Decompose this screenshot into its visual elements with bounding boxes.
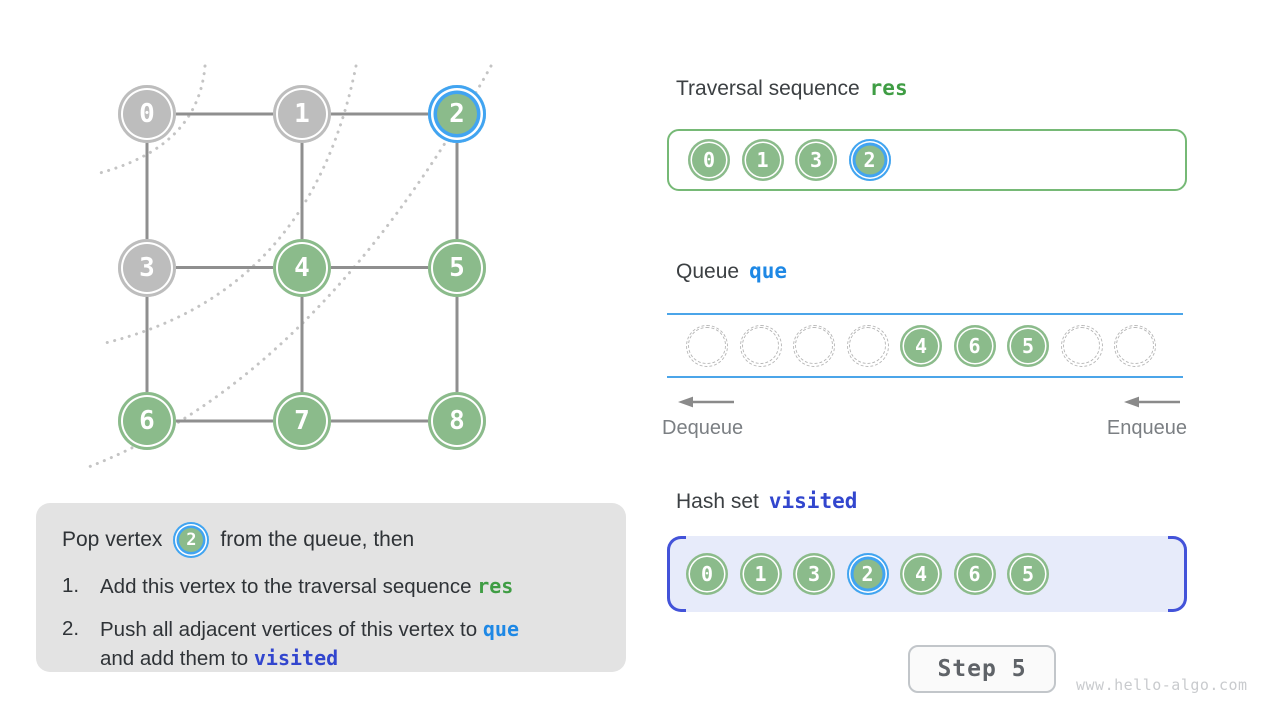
traversal-item-3: 3	[795, 139, 837, 181]
queue-slot-empty-8	[1114, 324, 1156, 367]
hashset-item-3: 3	[793, 553, 835, 595]
graph-node-1: 1	[273, 85, 331, 143]
graph-node-8: 8	[428, 392, 486, 450]
item-2-number: 2.	[62, 617, 80, 640]
item-1-text: Add this vertex to the traversal sequenc…	[100, 572, 600, 601]
hashset-section-title: Hash set visited	[676, 489, 857, 514]
res-code-label: res	[477, 574, 514, 598]
traversal-item-0: 0	[688, 139, 730, 181]
queue-code-que: que	[749, 259, 787, 283]
graph-node-2: 2	[428, 85, 486, 143]
dequeue-arrow-icon	[678, 396, 734, 408]
intro-text-before: Pop vertex	[62, 528, 163, 551]
traversal-section-title: Traversal sequence res	[676, 76, 908, 101]
graph-node-6: 6	[118, 392, 176, 450]
item-2-text: Push all adjacent vertices of this verte…	[100, 615, 600, 673]
queue-item-6: 6	[953, 324, 996, 367]
bfs-wave-arc-2	[99, 64, 358, 346]
graph-node-5: 5	[428, 238, 486, 297]
hashset-code-visited: visited	[768, 489, 858, 513]
enqueue-label: Enqueue	[1106, 417, 1187, 439]
current-vertex-badge: 2	[173, 522, 210, 558]
traversal-title-text: Traversal sequence	[676, 77, 860, 100]
intro-text-after: from the queue, then	[220, 528, 415, 551]
enqueue-arrow-icon	[1124, 396, 1180, 408]
explanation-item-1: 1. Add this vertex to the traversal sequ…	[62, 572, 600, 601]
hashset-item-6: 6	[953, 553, 996, 595]
que-code-label: que	[482, 617, 519, 641]
queue-slot-empty-1	[739, 324, 782, 367]
queue-section-title: Queue que	[676, 259, 787, 284]
hashset-title-text: Hash set	[676, 490, 759, 513]
hashset-item-0: 0	[686, 553, 728, 595]
item-2-text-body-2: and add them to	[100, 647, 254, 670]
graph-node-3: 3	[118, 238, 176, 297]
queue-title-text: Queue	[676, 260, 740, 283]
explanation-item-2: 2. Push all adjacent vertices of this ve…	[62, 615, 600, 673]
hashset-item-2: 2	[846, 553, 889, 595]
explanation-box: Pop vertex 2 from the queue, then 1. Add…	[36, 503, 626, 672]
traversal-item-1: 1	[741, 139, 784, 181]
queue-slot-empty-0	[686, 324, 728, 367]
explanation-intro: Pop vertex 2 from the queue, then	[62, 522, 600, 558]
queue-slot-empty-3	[846, 324, 889, 367]
item-1-text-body: Add this vertex to the traversal sequenc…	[100, 575, 478, 598]
step-button[interactable]: Step 5	[908, 645, 1056, 693]
traversal-item-2: 2	[848, 139, 891, 181]
queue-item-4: 4	[900, 324, 942, 367]
graph-node-0: 0	[118, 85, 176, 143]
graph-node-7: 7	[273, 392, 331, 450]
visited-code-label: visited	[253, 646, 339, 670]
dequeue-label: Dequeue	[662, 417, 744, 439]
traversal-code-res: res	[869, 76, 908, 100]
hashset-item-1: 1	[739, 553, 782, 595]
bfs-wave-arc-1	[94, 64, 207, 176]
hashset-item-4: 4	[900, 553, 942, 595]
hashset-item-5: 5	[1007, 553, 1049, 595]
queue-slot-empty-7	[1060, 324, 1103, 367]
watermark: www.hello-algo.com	[1076, 676, 1248, 694]
item-1-number: 1.	[62, 574, 80, 597]
graph-node-4: 4	[273, 238, 331, 297]
item-2-text-body-1: Push all adjacent vertices of this verte…	[100, 618, 483, 641]
queue-slot-empty-2	[793, 324, 835, 367]
queue-item-5: 5	[1007, 324, 1049, 367]
